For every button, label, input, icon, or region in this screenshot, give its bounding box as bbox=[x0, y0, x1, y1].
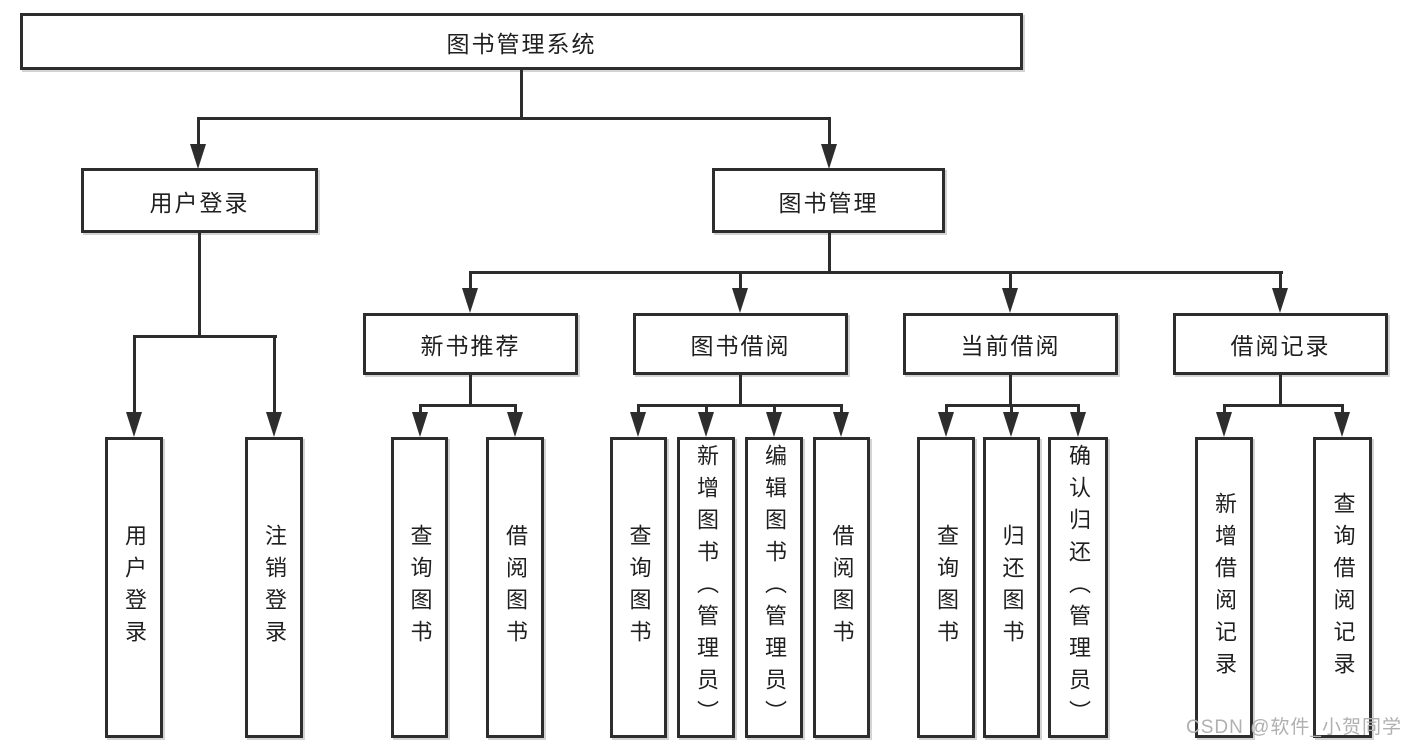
leaf-label: 编辑图书（管理员） bbox=[762, 443, 787, 732]
leaf-logout: 注销登录 bbox=[245, 437, 303, 738]
arrowhead-down-icon bbox=[412, 412, 428, 437]
connector-line bbox=[637, 406, 640, 414]
arrowhead-down-icon bbox=[126, 412, 142, 437]
arrowhead-down-icon bbox=[1272, 288, 1288, 313]
arrowhead-down-icon bbox=[698, 412, 714, 437]
connector-line bbox=[197, 117, 831, 120]
leaf-borrow-books: 借阅图书 bbox=[813, 437, 870, 738]
leaf-query-books-borrow: 查询图书 bbox=[610, 437, 667, 738]
node-borrow-records-label: 借阅记录 bbox=[1230, 333, 1331, 359]
connector-line bbox=[773, 406, 776, 414]
connector-line bbox=[469, 271, 1283, 274]
arrowhead-down-icon bbox=[462, 288, 478, 313]
arrowhead-down-icon bbox=[1334, 412, 1350, 437]
node-current-borrow-label: 当前借阅 bbox=[960, 333, 1061, 359]
leaf-query-borrow-record: 查询借阅记录 bbox=[1313, 437, 1372, 738]
node-current-borrow: 当前借阅 bbox=[903, 313, 1118, 375]
arrowhead-down-icon bbox=[507, 412, 523, 437]
node-new-book-recommend-label: 新书推荐 bbox=[420, 333, 521, 359]
connector-line bbox=[273, 337, 276, 414]
connector-line bbox=[840, 406, 843, 414]
arrowhead-down-icon bbox=[833, 412, 849, 437]
connector-line bbox=[828, 119, 831, 145]
leaf-label: 借阅图书 bbox=[503, 523, 528, 652]
arrowhead-down-icon bbox=[732, 288, 748, 313]
connector-line bbox=[1010, 406, 1013, 414]
leaf-return-books: 归还图书 bbox=[983, 437, 1040, 738]
node-new-book-recommend: 新书推荐 bbox=[363, 313, 578, 375]
leaf-label: 查询图书 bbox=[626, 523, 652, 652]
connector-line bbox=[520, 69, 523, 120]
connector-line bbox=[739, 273, 742, 290]
connector-line bbox=[1223, 404, 1344, 407]
node-user-login: 用户登录 bbox=[81, 168, 318, 233]
arrowhead-down-icon bbox=[821, 144, 837, 169]
node-user-login-label: 用户登录 bbox=[149, 189, 250, 216]
connector-line bbox=[419, 406, 422, 414]
connector-line bbox=[133, 335, 277, 338]
leaf-query-books-recommend: 查询图书 bbox=[391, 437, 448, 738]
arrowhead-down-icon bbox=[190, 144, 206, 169]
leaf-add-books-admin: 新增图书（管理员） bbox=[677, 437, 735, 738]
leaf-user-login: 用户登录 bbox=[105, 437, 163, 738]
leaf-confirm-return-admin: 确认归还（管理员） bbox=[1048, 437, 1108, 738]
connector-line bbox=[1223, 406, 1226, 414]
leaf-borrow-books-recommend: 借阅图书 bbox=[486, 437, 544, 738]
connector-line bbox=[198, 233, 201, 337]
arrowhead-down-icon bbox=[766, 412, 782, 437]
connector-line bbox=[637, 404, 843, 407]
leaf-label: 归还图书 bbox=[999, 523, 1025, 652]
arrowhead-down-icon bbox=[1003, 412, 1019, 437]
connector-line bbox=[1279, 375, 1282, 406]
leaf-label: 查询借阅记录 bbox=[1330, 491, 1356, 684]
arrowhead-down-icon bbox=[630, 412, 646, 437]
connector-line bbox=[739, 375, 742, 406]
connector-line bbox=[514, 406, 517, 414]
connector-line bbox=[1009, 273, 1012, 290]
node-root-label: 图书管理系统 bbox=[446, 30, 597, 57]
connector-line bbox=[1077, 406, 1080, 414]
node-book-management-label: 图书管理 bbox=[778, 189, 879, 216]
node-book-borrow-label: 图书借阅 bbox=[690, 333, 791, 359]
arrowhead-down-icon bbox=[1216, 412, 1232, 437]
connector-line bbox=[705, 406, 708, 414]
connector-line bbox=[419, 404, 517, 407]
connector-line bbox=[133, 337, 136, 414]
node-book-borrow: 图书借阅 bbox=[633, 313, 848, 375]
leaf-label: 新增借阅记录 bbox=[1212, 491, 1237, 684]
leaf-edit-books-admin: 编辑图书（管理员） bbox=[745, 437, 803, 738]
leaf-label: 注销登录 bbox=[262, 523, 287, 652]
connector-line bbox=[828, 233, 831, 273]
leaf-label: 查询图书 bbox=[407, 523, 433, 652]
arrowhead-down-icon bbox=[266, 412, 282, 437]
arrowhead-down-icon bbox=[938, 412, 954, 437]
connector-line bbox=[469, 273, 472, 290]
node-book-management: 图书管理 bbox=[712, 168, 945, 233]
connector-line bbox=[945, 406, 948, 414]
csdn-watermark: CSDN @软件_小贺同学 bbox=[1186, 717, 1402, 738]
leaf-label: 借阅图书 bbox=[829, 523, 855, 652]
leaf-query-books-current: 查询图书 bbox=[917, 437, 975, 738]
connector-line bbox=[945, 404, 1080, 407]
node-root: 图书管理系统 bbox=[20, 13, 1023, 70]
arrowhead-down-icon bbox=[1002, 288, 1018, 313]
leaf-add-borrow-record: 新增借阅记录 bbox=[1195, 437, 1253, 738]
connector-line bbox=[469, 375, 472, 406]
connector-line bbox=[1341, 406, 1344, 414]
leaf-label: 查询图书 bbox=[934, 523, 959, 652]
leaf-label: 确认归还（管理员） bbox=[1066, 443, 1091, 732]
leaf-label: 新增图书（管理员） bbox=[694, 443, 719, 732]
node-borrow-records: 借阅记录 bbox=[1173, 313, 1388, 375]
arrowhead-down-icon bbox=[1070, 412, 1086, 437]
connector-line bbox=[197, 119, 200, 145]
connector-line bbox=[1009, 375, 1012, 406]
leaf-label: 用户登录 bbox=[122, 523, 147, 652]
connector-line bbox=[1279, 273, 1282, 290]
